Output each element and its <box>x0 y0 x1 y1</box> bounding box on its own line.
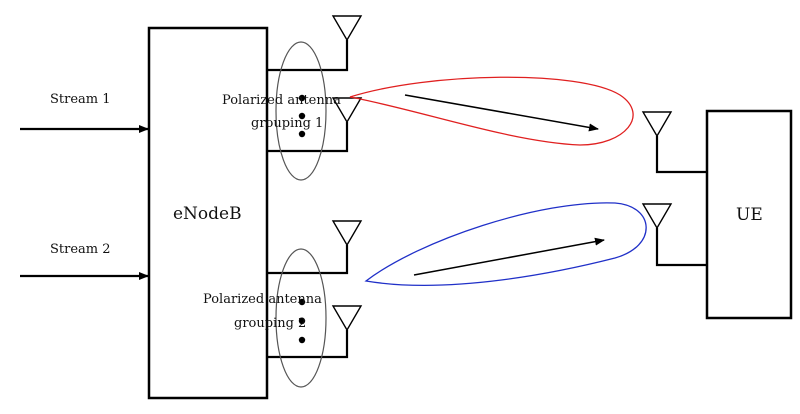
enodeb-box <box>147 26 269 400</box>
grouping-ellipse-2 <box>275 248 327 388</box>
antenna-icon <box>641 111 673 138</box>
beam-2-arrow <box>413 237 605 276</box>
ue-label: UE <box>736 205 763 225</box>
antenna-group-1: Polarized antenna grouping 1 <box>222 15 363 181</box>
feed-line-1a <box>267 40 349 72</box>
grouping-2-label-line1: Polarized antenna <box>203 292 322 307</box>
grouping-dot <box>298 317 306 325</box>
stream-2-input: Stream 2 <box>20 242 149 280</box>
ue-box <box>705 109 793 320</box>
enodeb-block: eNodeB <box>147 26 269 400</box>
grouping-dot <box>298 130 306 138</box>
feed-line-2b <box>267 330 349 359</box>
antenna-icon <box>331 220 363 247</box>
antenna-icon <box>331 97 363 124</box>
feed-line-2a <box>267 245 349 275</box>
grouping-dot <box>298 112 306 120</box>
ue-block: UE <box>641 109 793 320</box>
beam-1 <box>349 76 634 146</box>
beam-2 <box>364 202 647 286</box>
antenna-icon <box>331 305 363 332</box>
ue-feed-line-1 <box>655 136 707 174</box>
enodeb-label: eNodeB <box>173 204 242 224</box>
ue-feed-line-2 <box>655 228 707 267</box>
stream-1-input: Stream 1 <box>20 92 149 133</box>
grouping-2-label-line2: grouping 2 <box>234 316 306 331</box>
grouping-ellipse-1 <box>275 41 327 181</box>
grouping-dot <box>298 94 306 102</box>
beam-1-arrow <box>404 94 599 132</box>
stream-2-label: Stream 2 <box>50 242 111 257</box>
grouping-dot <box>298 298 306 306</box>
grouping-1-label-line1: Polarized antenna <box>222 93 341 108</box>
antenna-group-2: Polarized antenna grouping 2 <box>203 220 363 388</box>
grouping-1-label-line2: grouping 1 <box>251 116 323 131</box>
grouping-dot <box>298 336 306 344</box>
feed-line-1b <box>267 122 349 153</box>
stream-1-label: Stream 1 <box>50 92 111 107</box>
antenna-icon <box>641 203 673 230</box>
beam-lobe-2 <box>364 202 647 286</box>
antenna-icon <box>331 15 363 42</box>
beam-lobe-1 <box>349 76 634 146</box>
